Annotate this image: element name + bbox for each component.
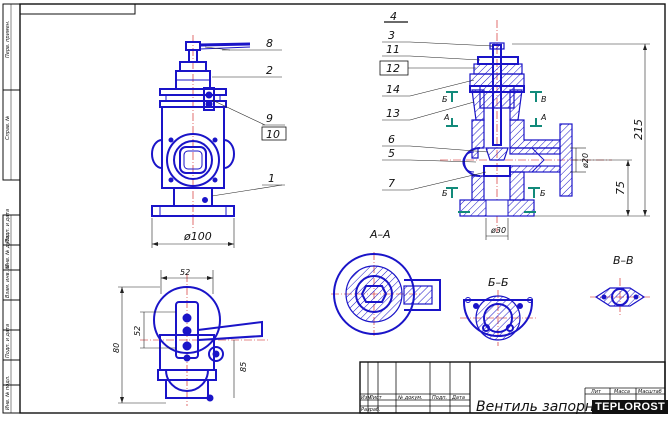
dim-outlet-diameter: ø20 [581, 153, 590, 169]
dim-top-height: 80 [112, 343, 121, 353]
label-section-vv: В–В [613, 254, 634, 267]
stamp-header-scale: Масштаб [638, 389, 662, 395]
top-stamp-box [19, 3, 136, 15]
callout-8: 8 [266, 37, 273, 50]
callout-3: 3 [388, 29, 395, 42]
drawing-title: Вентиль запорный [476, 399, 614, 415]
label-section-bb: Б–Б [488, 276, 509, 289]
strip-label-2: Справ. № [5, 116, 11, 140]
strip-label-6: Подп. и дата [5, 324, 11, 358]
stamp-col-1: Изм [361, 395, 371, 401]
stamp-col-4: Подп. [432, 395, 447, 401]
callout-5: 5 [388, 147, 395, 160]
dim-top-inner: 52 [133, 326, 142, 336]
dim-top-width: 52 [180, 268, 190, 277]
callout-10: 10 [266, 128, 280, 141]
callout-6: 6 [388, 133, 395, 146]
front-view: ø100 8 2 9 10 1 [151, 35, 287, 248]
strip-label-5: Взам. инв. № [5, 264, 11, 298]
cut-a-left: А [443, 113, 449, 122]
callout-9: 9 [266, 112, 273, 125]
callout-12: 12 [386, 62, 400, 75]
dim-top-offset: 85 [239, 362, 248, 372]
strip-label-4: Инв. № дубл. [5, 234, 11, 268]
stamp-header-mass: Масса [614, 389, 630, 395]
callout-13: 13 [386, 107, 400, 120]
callout-1: 1 [268, 172, 275, 185]
strip-label-1: Перв. примен. [5, 20, 11, 58]
stamp-col-2: Лист [368, 395, 383, 401]
top-view: 52 80 52 85 [112, 268, 268, 406]
section-aa: А–А [331, 228, 441, 336]
label-section-aa: А–А [369, 228, 391, 241]
dim-bore-diameter: ø30 [490, 226, 506, 235]
cut-a-right: А [540, 113, 546, 122]
watermark-badge: TEPLOROST [592, 400, 668, 414]
strip-label-3: Подп. и дата [5, 209, 11, 243]
cut-b-lower-right: Б [540, 189, 546, 198]
cut-b-lower-left: Б [442, 189, 448, 198]
stamp-header-lit: Лит [590, 389, 602, 395]
sheet-frame [19, 3, 666, 414]
stamp-row-developer: Разраб. [361, 407, 381, 413]
section-vv: В–В [590, 254, 650, 316]
dim-flange-diameter: ø100 [183, 230, 212, 243]
strip-label-7: Инв. № подл. [5, 376, 11, 411]
section-bb: Б–Б [460, 276, 536, 346]
section-view: Б В А А Б Б 4 3 11 12 14 13 [379, 10, 650, 240]
callout-7: 7 [388, 177, 395, 190]
callout-4: 4 [390, 10, 397, 23]
callout-2: 2 [266, 64, 273, 77]
callout-14: 14 [386, 83, 400, 96]
callout-11: 11 [386, 43, 400, 56]
stamp-col-5: Дата [451, 395, 465, 401]
title-block: Изм Лист № докум. Подп. Дата Разраб. Лит… [359, 361, 666, 415]
dim-height-total: 215 [632, 119, 645, 140]
cut-v-right: В [541, 95, 547, 104]
cut-b-left: Б [442, 95, 448, 104]
dim-height-axis: 75 [614, 181, 627, 195]
stamp-col-3: № докум. [397, 395, 423, 401]
side-strip: Перв. примен. Справ. № Подп. и дата Инв.… [2, 3, 21, 414]
